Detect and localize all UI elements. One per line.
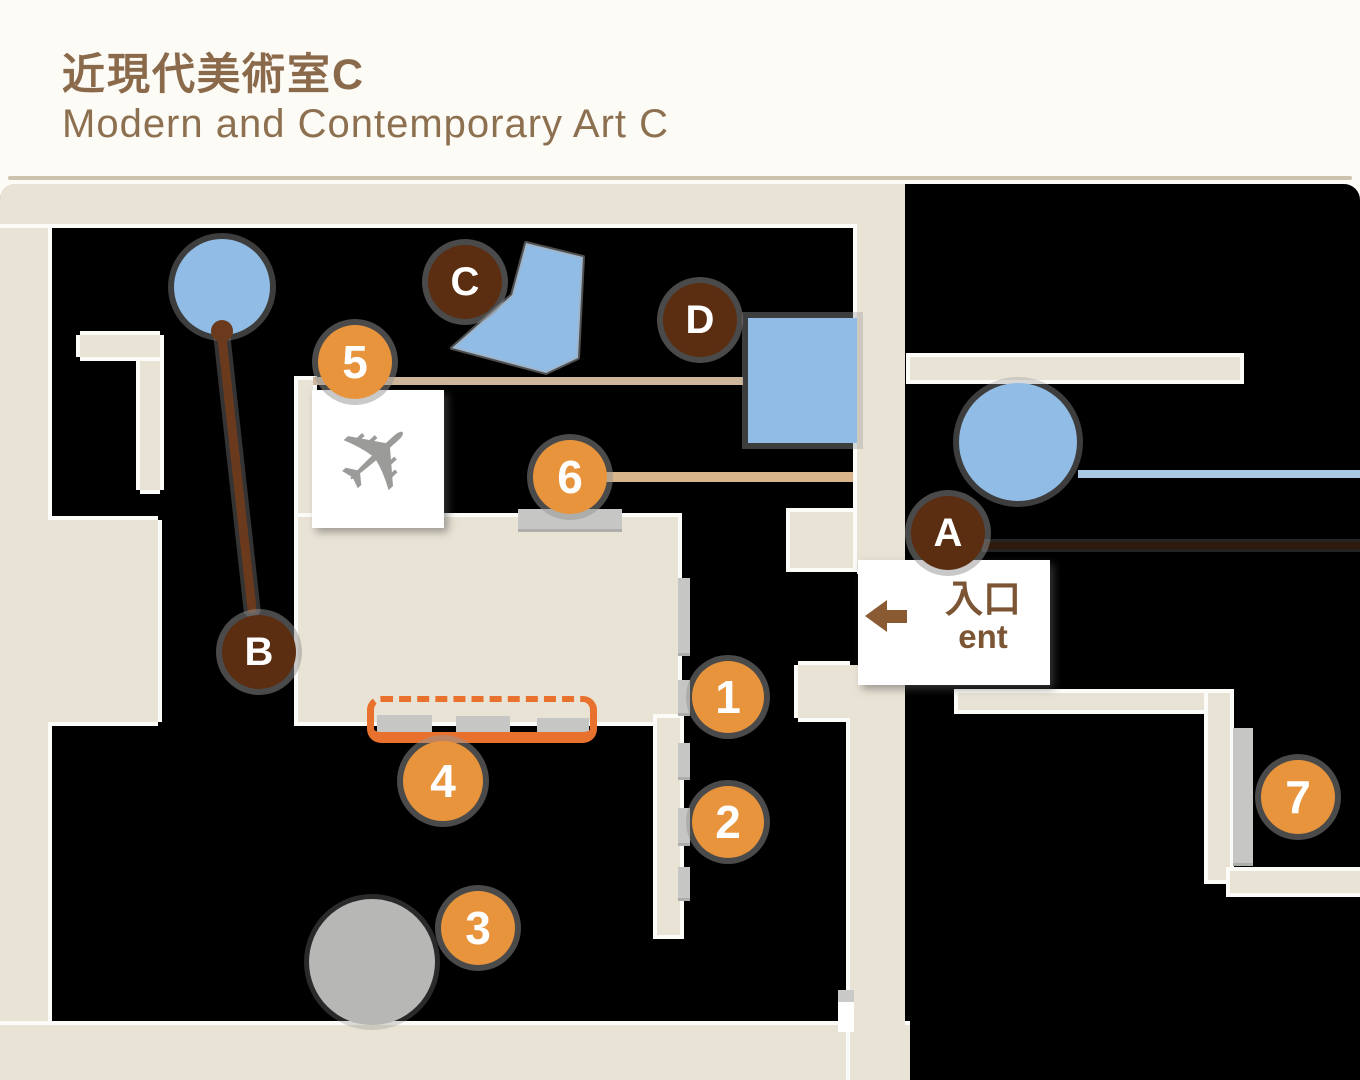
exhibit-blue-polygon [450,241,585,375]
marker-7: 7 [1261,760,1335,834]
exhibit-gray-circle [309,899,435,1025]
wall-partition-horizontal [80,335,160,357]
wall-corner-vertical [1208,693,1230,880]
marker-5: 5 [318,325,392,399]
airplane-exhibit-box: ✈ [309,388,447,528]
exhibit-circle-top-left [174,239,270,335]
marker-2: 2 [692,786,764,858]
wall-door-mark [838,990,854,1002]
pendulum-dot [211,320,233,342]
marker-1: 1 [692,661,764,733]
dark-brown-line [985,542,1360,549]
marker-D: D [663,283,737,357]
wall-island-spur [298,380,313,530]
wall-right-lower [850,665,905,1080]
wall-panel-1 [678,680,690,716]
marker-A: A [911,496,985,570]
wall-partition-vertical [140,335,160,490]
wall-panel-7 [1233,728,1253,866]
floor-map: ✈ 入口 ent 1 2 3 4 5 6 7 A B C D [0,184,1360,1080]
page-subtitle: Modern and Contemporary Art C [62,102,670,146]
wall-panel-3 [678,808,690,846]
wall-left [0,184,48,1080]
wall-entrance-jamb-lower [798,665,850,718]
wall-bottom [0,1025,910,1080]
header-divider [8,176,1352,180]
entrance-arrow-shaft [885,610,907,623]
wall-door-mark-white [838,1002,854,1032]
wall-panel-tall [678,578,690,656]
entrance-box: 入口 ent [858,560,1050,685]
entrance-arrow-icon [865,600,887,632]
wall-entrance-jamb-upper [790,512,857,568]
page-header: 近現代美術室C Modern and Contemporary Art C [0,0,1360,184]
marker-6: 6 [533,440,607,514]
wall-left-block [48,520,158,722]
marker-4: 4 [403,741,483,821]
light-blue-line [1078,470,1360,478]
marker-3: 3 [441,891,515,965]
exhibit-blue-rect [748,318,857,443]
exhibit-circle-right [959,383,1077,501]
airplane-icon: ✈ [309,388,447,528]
wall-center-island [298,517,678,722]
wall-corner-bottom-bar [1230,871,1360,893]
entrance-label-ja: 入口 [944,579,1021,621]
highlight-case-outline [367,696,597,743]
page-title: 近現代美術室C [62,51,366,99]
wall-top [0,184,857,224]
wall-corner-top-bar [958,693,1230,710]
pendulum-line [217,332,257,614]
marker-B: B [222,615,296,689]
wall-panel-4 [678,867,690,901]
marker-C: C [428,245,502,319]
entrance-label-en: ent [958,618,1008,655]
tan-line-upper [313,377,743,385]
wall-right-upper [857,184,905,570]
wall-panel-2 [678,743,690,780]
wall-corridor-top [910,357,1240,380]
tan-line-lower [540,472,853,482]
pedestal-under-6 [518,509,622,532]
wall-below-island [657,718,680,935]
